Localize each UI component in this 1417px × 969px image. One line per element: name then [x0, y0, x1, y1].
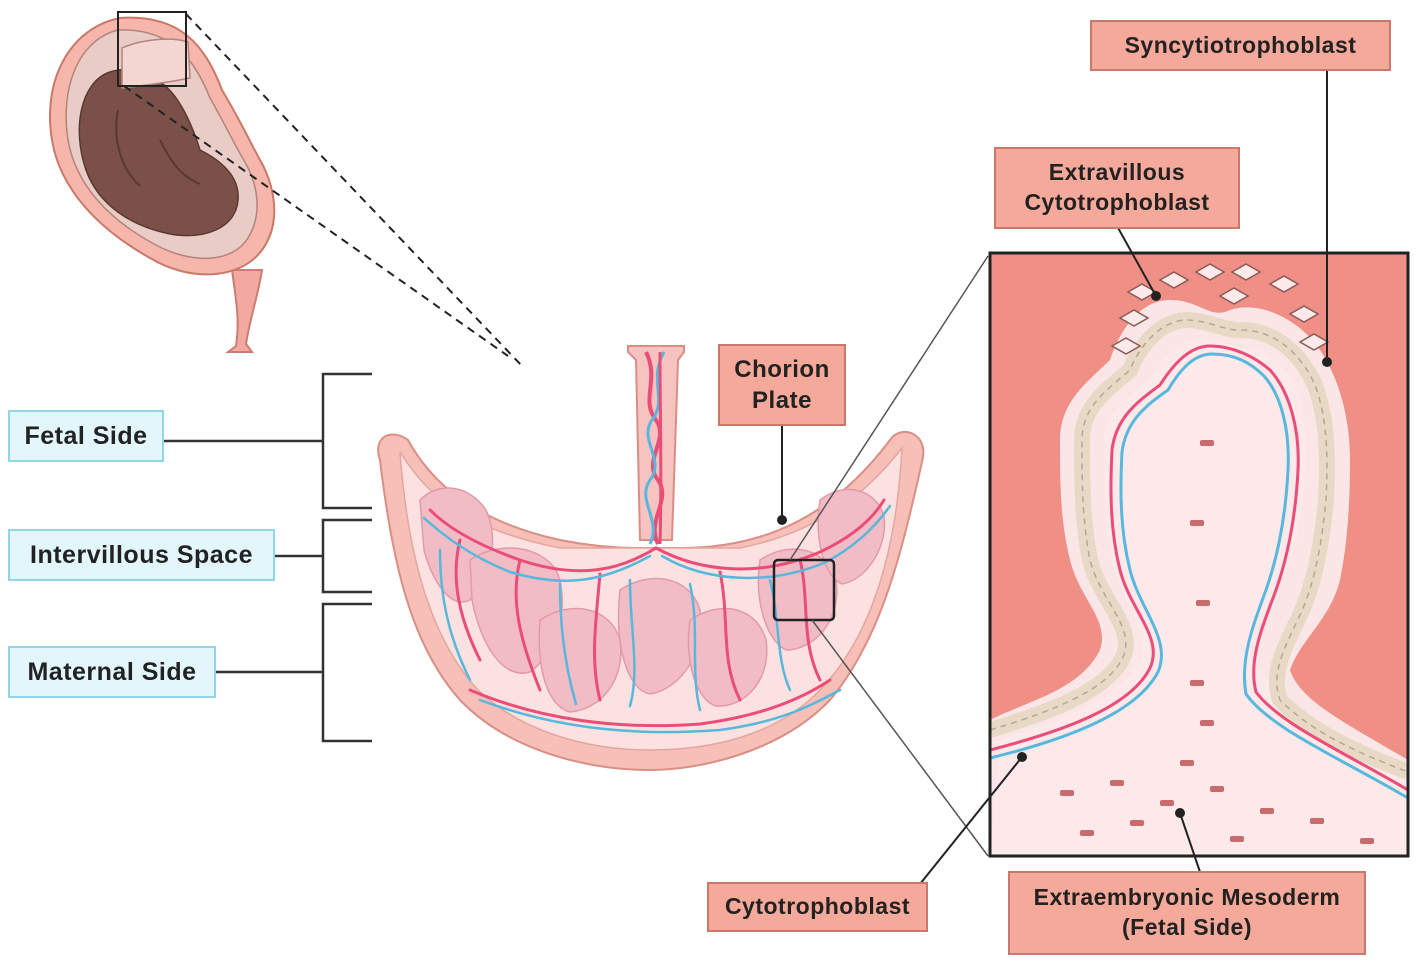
cytotrophoblast-text: Cytotrophoblast [724, 893, 911, 920]
maternal-side-text: Maternal Side [27, 657, 197, 686]
intervillous-space-label: Intervillous Space [8, 529, 275, 581]
fetal-side-bracket [321, 372, 372, 510]
cytotrophoblast-leader [919, 756, 1023, 885]
extravillous-cytotrophoblast-text: Extravillous Cytotrophoblast [1024, 159, 1210, 215]
fetal-side-text: Fetal Side [24, 421, 148, 450]
mesoderm-leader [1179, 812, 1201, 873]
maternal-side-label: Maternal Side [8, 646, 216, 698]
leader-dots [777, 291, 1332, 818]
extraembryonic-mesoderm-text: Extraembryonic Mesoderm (Fetal Side) [1033, 884, 1341, 940]
zoom-dashed-lines [123, 13, 523, 367]
fetal-side-label: Fetal Side [8, 410, 164, 462]
uterus-fetus-illustration [48, 11, 276, 353]
extravillous-leader [1116, 225, 1157, 297]
chorion-plate-label: Chorion Plate [718, 344, 846, 426]
intervillous-space-text: Intervillous Space [30, 540, 253, 569]
villus-detail-panel [988, 251, 1410, 858]
intervillous-bracket [321, 518, 372, 594]
syncytiotrophoblast-label: Syncytiotrophoblast [1090, 20, 1391, 71]
side-brackets [164, 372, 372, 743]
extraembryonic-mesoderm-label: Extraembryonic Mesoderm (Fetal Side) [1008, 871, 1366, 955]
zoom-lines-detail [789, 255, 989, 857]
cytotrophoblast-label: Cytotrophoblast [707, 882, 928, 932]
chorion-plate-text: Chorion Plate [734, 355, 830, 414]
extravillous-cytotrophoblast-label: Extravillous Cytotrophoblast [994, 147, 1240, 229]
maternal-side-bracket [321, 602, 372, 743]
syncytiotrophoblast-text: Syncytiotrophoblast [1124, 31, 1357, 58]
placenta-cross-section [377, 345, 925, 772]
label-leaders [781, 70, 1328, 885]
